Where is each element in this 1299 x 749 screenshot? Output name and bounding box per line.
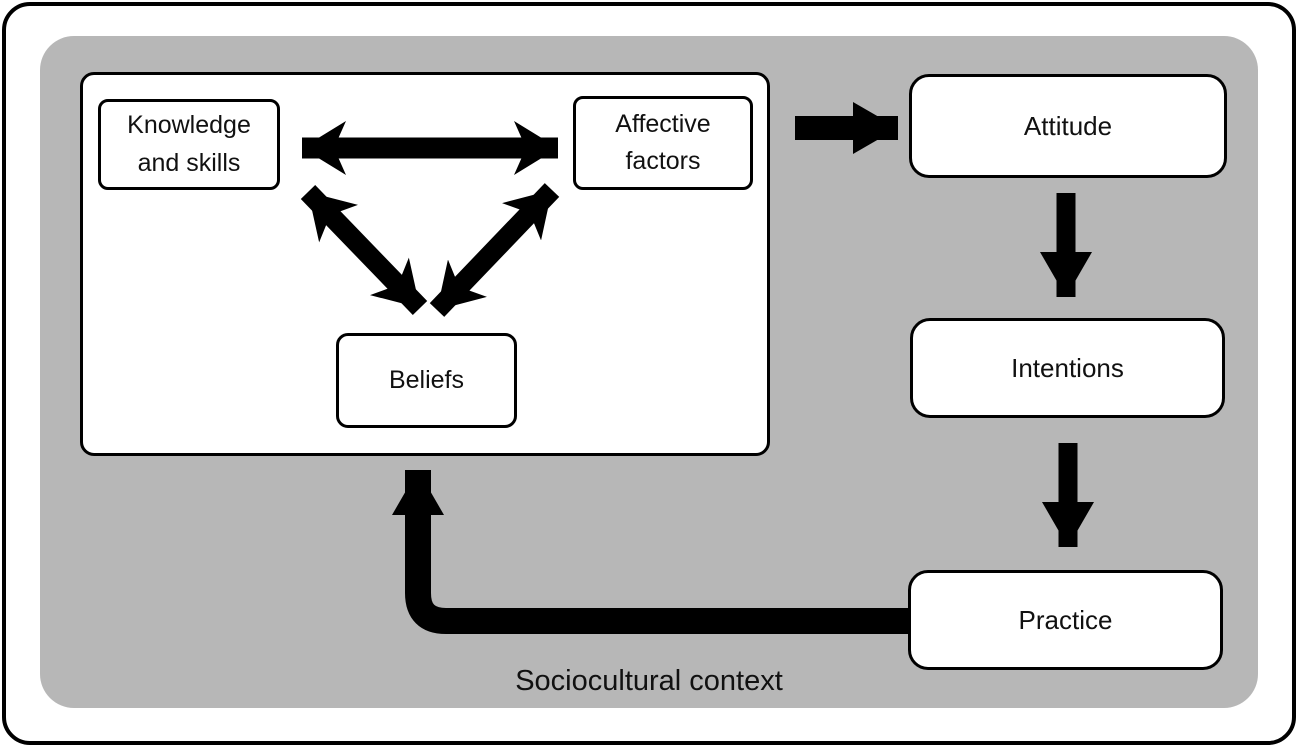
node-intentions-label: Intentions xyxy=(1011,352,1124,383)
node-beliefs: Beliefs xyxy=(336,333,517,428)
node-practice: Practice xyxy=(908,570,1223,670)
node-affective: Affective factors xyxy=(573,96,753,190)
node-attitude: Attitude xyxy=(909,74,1227,178)
node-practice-label: Practice xyxy=(1018,604,1113,635)
node-knowledge-label: Knowledge and skills xyxy=(127,111,251,177)
node-knowledge: Knowledge and skills xyxy=(98,99,280,190)
sociocultural-context-label: Sociocultural context xyxy=(515,665,783,697)
node-affective-label: Affective factors xyxy=(615,109,711,176)
node-attitude-label: Attitude xyxy=(1023,110,1113,141)
node-beliefs-label: Beliefs xyxy=(388,365,465,394)
node-intentions: Intentions xyxy=(910,318,1225,418)
